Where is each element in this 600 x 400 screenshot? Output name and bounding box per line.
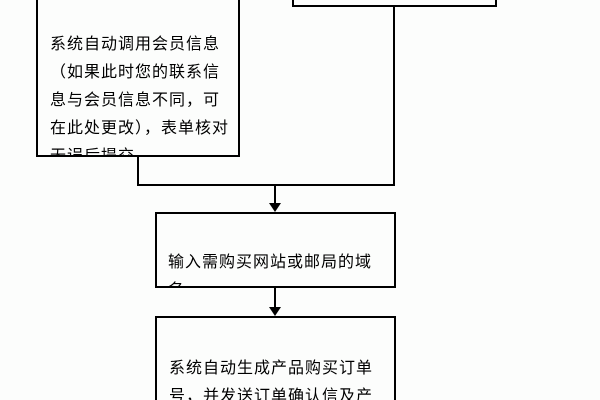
arrow-2-stem xyxy=(274,288,276,309)
connector-right-vline xyxy=(393,6,395,186)
node-member-info-text: 系统自动调用会员信息 （如果此时您的联系信 息与会员信息不同，可 在此处更改），… xyxy=(50,34,230,157)
connector-left-vline xyxy=(137,156,139,186)
node-member-info: 系统自动调用会员信息 （如果此时您的联系信 息与会员信息不同，可 在此处更改），… xyxy=(36,0,240,157)
node-order-generation: 系统自动生成产品购买订单 号，并发送订单确认信及产 品购买信息至会员信箱 xyxy=(155,316,396,400)
node-domain-entry: 输入需购买网站或邮局的域 名。 xyxy=(155,212,396,288)
connector-merge-hline xyxy=(137,184,395,186)
node-domain-entry-text: 输入需购买网站或邮局的域 名。 xyxy=(168,252,373,286)
arrowhead-down-icon xyxy=(269,307,281,316)
arrowhead-down-icon xyxy=(269,203,281,212)
arrow-1-stem xyxy=(274,184,276,205)
node-order-generation-text: 系统自动生成产品购买订单 号，并发送订单确认信及产 品购买信息至会员信箱 xyxy=(169,358,374,400)
